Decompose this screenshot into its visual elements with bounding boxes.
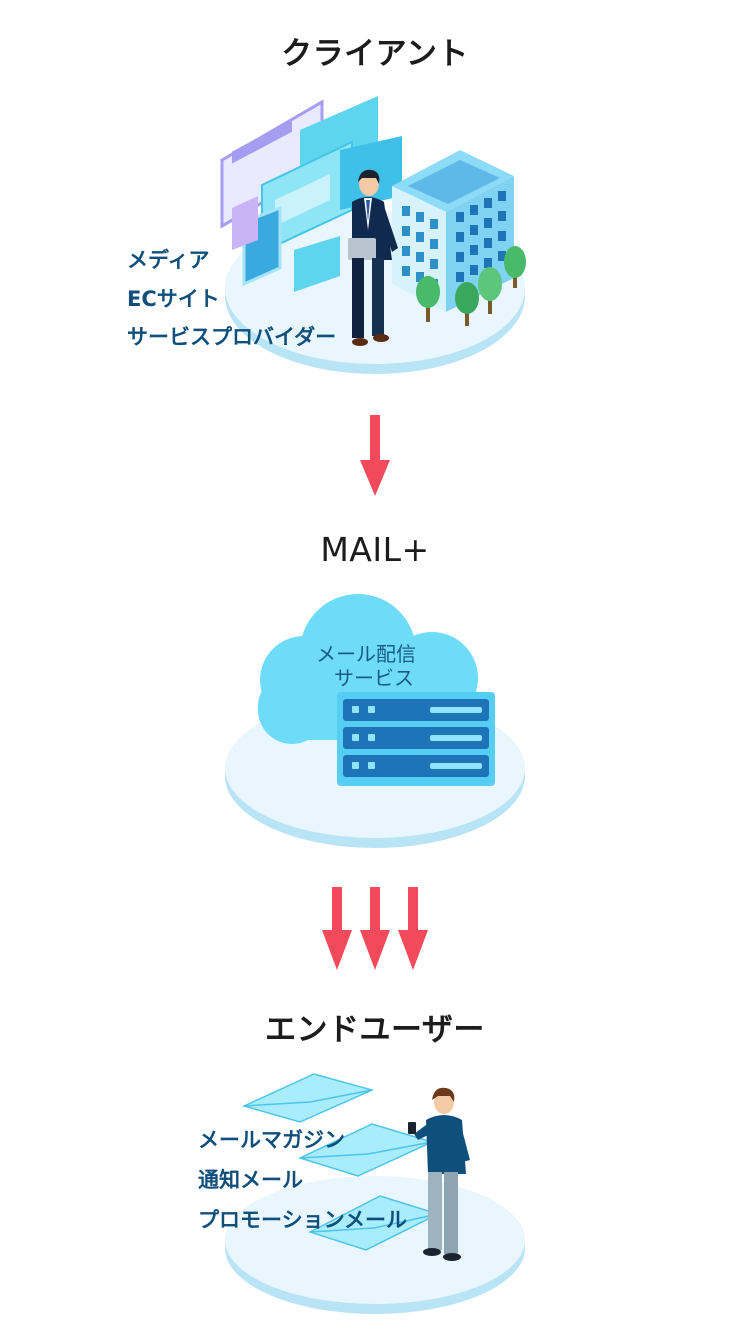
person-with-phone-icon: [408, 1087, 470, 1261]
client-title: クライアント: [281, 36, 469, 72]
businessman-icon: [348, 169, 398, 346]
client-label-service-provider: サービスプロバイダー: [127, 325, 337, 349]
tree-icon: [416, 246, 526, 326]
server-rack-icon: [337, 692, 495, 786]
mail-service-illustration: [225, 594, 525, 848]
arrow-down-icon: [360, 415, 390, 496]
triple-arrow-down-icon: [322, 887, 428, 970]
end-user-illustration: [225, 1073, 525, 1314]
envelope-icon: [241, 1073, 375, 1123]
end-user-title: エンドユーザー: [265, 1012, 485, 1048]
cloud-text-line-1: メール配信: [316, 642, 416, 666]
client-label-media: メディア: [127, 248, 210, 272]
end-user-label-notification-mail: 通知メール: [198, 1168, 303, 1192]
service-title: MAIL+: [320, 530, 430, 569]
client-label-ec-site: ECサイト: [127, 287, 220, 311]
client-illustration: [220, 96, 526, 374]
cloud-text-line-2: サービス: [334, 666, 414, 690]
end-user-label-newsletter: メールマガジン: [198, 1128, 345, 1152]
end-user-label-promotion-mail: プロモーションメール: [198, 1208, 407, 1232]
